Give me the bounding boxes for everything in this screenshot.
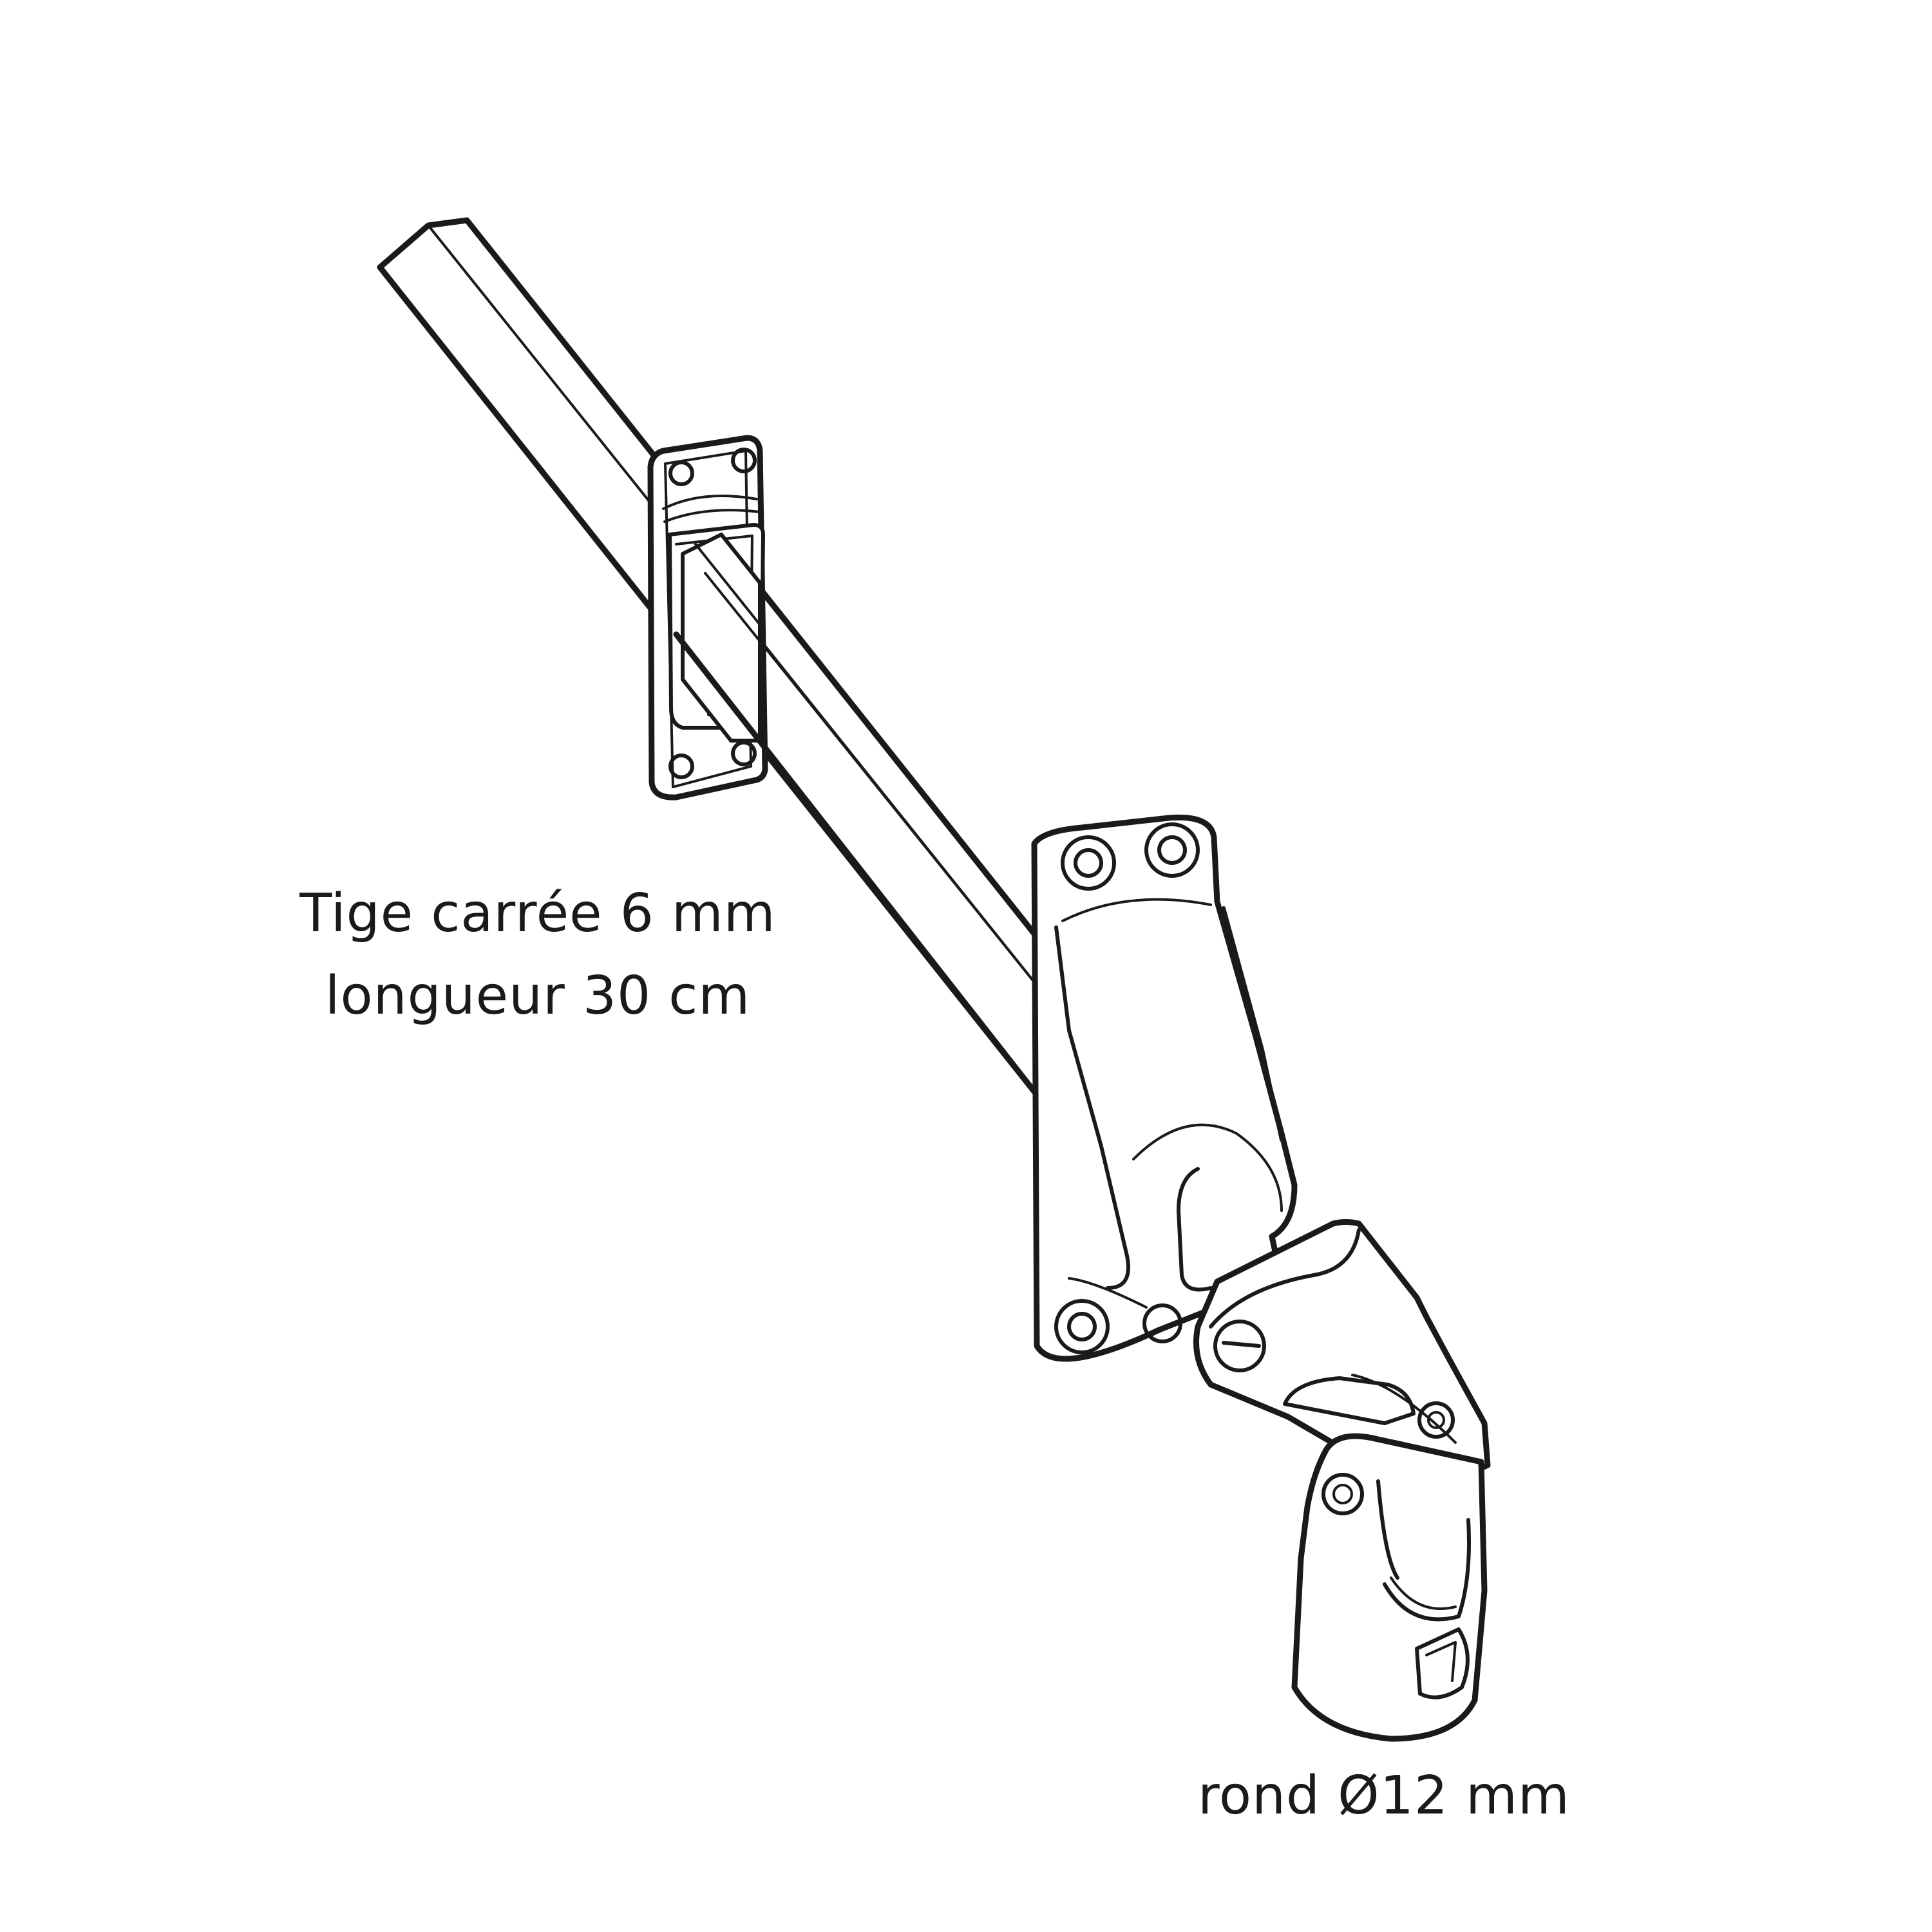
round-label: rond Ø12 mm (1198, 1765, 1570, 1826)
rod-label: Tige carrée 6 mm longueur 30 cm (287, 873, 789, 1037)
rod-label-line2: longueur 30 cm (325, 965, 751, 1027)
crank-arm (1031, 814, 1298, 1362)
round-sleeve (1291, 1433, 1488, 1742)
square-rod-front (673, 572, 1040, 1098)
rod-label-line1: Tige carrée 6 mm (299, 883, 776, 944)
guide-bracket (647, 435, 768, 800)
